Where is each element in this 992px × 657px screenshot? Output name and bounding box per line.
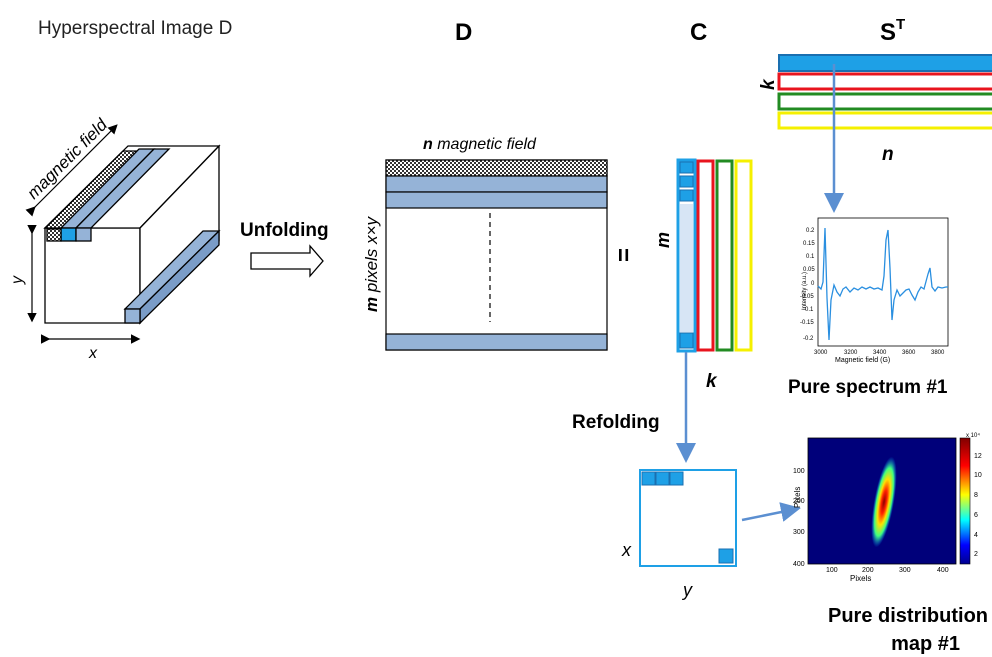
map-xtick: 200	[862, 567, 874, 574]
matrix-c-heading: C	[690, 19, 707, 46]
matrix-st	[777, 54, 992, 130]
spectrum-ytick: -0.05	[800, 294, 814, 300]
c-rows-label: m	[653, 232, 673, 248]
distribution-blob	[871, 456, 897, 548]
spectrum-xtick: 3200	[844, 350, 858, 356]
spectrum-ytick: -0.2	[803, 336, 814, 342]
fold-x-label: x	[621, 540, 632, 560]
spectrum-ytick: 0.1	[806, 254, 815, 260]
colorbar-tick: 6	[974, 512, 978, 519]
fold-y-label: y	[681, 580, 693, 600]
colorbar-tick: 2	[974, 551, 978, 558]
d-rows-label: m pixels x×y	[362, 216, 381, 312]
unfolding-arrow	[250, 244, 324, 278]
colorbar-tick: 10	[974, 472, 982, 479]
spectrum-ytick: 0	[811, 281, 815, 287]
hyperspectral-cube	[43, 144, 221, 325]
map-xtick: 400	[937, 567, 949, 574]
map-ytick: 100	[793, 468, 805, 475]
map-ytick: 400	[793, 561, 805, 568]
cube-y-label: y	[9, 275, 26, 285]
map-ytick: 200	[793, 498, 805, 505]
colorbar-tick: 12	[974, 453, 982, 460]
matrix-s-heading: ST	[880, 16, 905, 46]
pure-spectrum-caption: Pure spectrum #1	[788, 377, 948, 398]
colorbar-exponent: x 10⁴	[966, 432, 980, 439]
c-columns-label: k	[706, 371, 718, 392]
spectrum-xtick: 3600	[902, 350, 916, 356]
spectrum-ytick: 0.05	[803, 267, 815, 273]
spectrum-ytick: 0.15	[803, 241, 815, 247]
d-columns-label: n magnetic field	[423, 136, 537, 153]
equals-sign: =	[611, 248, 638, 262]
refolding-label: Refolding	[572, 412, 660, 433]
refolded-image	[639, 469, 737, 567]
matrix-c	[676, 158, 753, 353]
map-ylabel: Pixels	[793, 487, 802, 508]
spectrum-xtick: 3400	[873, 350, 887, 356]
spectrum-xtick: 3000	[814, 350, 828, 356]
map-xtick: 100	[826, 567, 838, 574]
spectrum-ylabel: Intensity (a.u.)	[802, 272, 808, 310]
colorbar-tick: 4	[974, 532, 978, 539]
pure-distribution-caption-1: Pure distribution	[828, 605, 988, 627]
spectrum-ytick: -0.15	[800, 320, 814, 326]
spectrum-ytick: 0.2	[806, 228, 815, 234]
unfolding-label: Unfolding	[240, 220, 329, 241]
colorbar-tick: 8	[974, 492, 978, 499]
matrix-d-heading: D	[455, 19, 472, 46]
spectrum-plot: Intensity (a.u.) Magnetic field (G) 3000…	[800, 217, 949, 364]
spectrum-line	[817, 227, 948, 341]
spectrum-ytick: -0.1	[803, 307, 814, 313]
pure-distribution-caption-2: map #1	[891, 633, 960, 655]
map-arrow	[741, 502, 801, 522]
map-ytick: 300	[793, 529, 805, 536]
matrix-d	[385, 159, 608, 351]
cube-x-label: x	[88, 345, 98, 362]
st-rows-label: k	[758, 78, 779, 90]
hyperspectral-title: Hyperspectral Image D	[38, 18, 232, 39]
colorbar	[959, 437, 971, 565]
map-xlabel: Pixels	[850, 574, 871, 583]
spectrum-xlabel: Magnetic field (G)	[835, 357, 890, 364]
st-columns-label: n	[882, 144, 894, 165]
spectrum-xtick: 3800	[931, 350, 945, 356]
distribution-map: Pixels Pixels 100 200 300 400 100 200 30…	[793, 432, 982, 583]
magnetic-field-arrow	[25, 124, 118, 217]
map-xtick: 300	[899, 567, 911, 574]
